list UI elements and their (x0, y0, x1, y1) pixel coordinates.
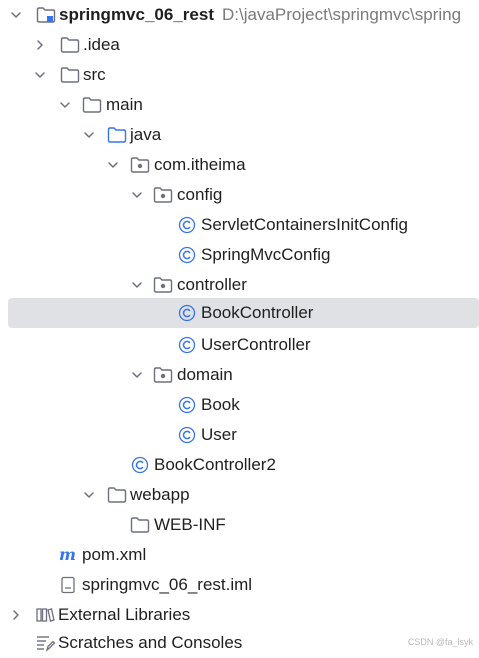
watermark: CSDN @fa_lsyk (407, 637, 473, 647)
chevron-down-icon[interactable] (105, 157, 121, 173)
package-icon (153, 187, 173, 203)
package-icon (153, 277, 173, 293)
iml-file-icon (61, 576, 75, 594)
chevron-down-icon[interactable] (129, 277, 145, 293)
tree-row-src[interactable]: src (0, 60, 479, 90)
folder-icon (107, 487, 127, 503)
tree-item-label: WEB-INF (154, 515, 226, 534)
tree-row-package[interactable]: com.itheima (0, 150, 479, 180)
tree-item-label: java (130, 125, 162, 144)
tree-item-label: .idea (83, 35, 120, 54)
tree-item-label: src (83, 65, 106, 84)
class-icon (178, 426, 196, 444)
tree-item-label: main (106, 95, 143, 114)
class-icon (178, 216, 196, 234)
chevron-down-icon[interactable] (57, 97, 73, 113)
tree-item-label: BookController2 (154, 455, 276, 474)
tree-item-label: User (201, 425, 237, 444)
svg-text:m: m (59, 546, 76, 564)
tree-item-label: controller (177, 275, 247, 294)
tree-row-servlet-init-config[interactable]: ServletContainersInitConfig (0, 210, 479, 240)
tree-row-webinf[interactable]: WEB-INF (0, 510, 479, 540)
class-icon (178, 304, 196, 322)
class-icon (178, 246, 196, 264)
tree-row-book-controller[interactable]: BookController (0, 298, 479, 328)
module-folder-icon (36, 7, 56, 23)
tree-item-label: webapp (130, 485, 190, 504)
tree-row-java[interactable]: java (0, 120, 479, 150)
tree-row-springmvc-config[interactable]: SpringMvcConfig (0, 240, 479, 270)
chevron-down-icon[interactable] (129, 187, 145, 203)
folder-icon (60, 37, 80, 53)
class-icon (131, 456, 149, 474)
tree-row-iml[interactable]: springmvc_06_rest.iml (0, 570, 479, 600)
tree-row-webapp[interactable]: webapp (0, 480, 479, 510)
tree-row-user-controller[interactable]: UserController (0, 330, 479, 360)
folder-icon (82, 97, 102, 113)
tree-item-label: com.itheima (154, 155, 246, 174)
tree-row-config[interactable]: config (0, 180, 479, 210)
tree-item-label: domain (177, 365, 233, 384)
tree-row-book-controller2[interactable]: BookController2 (0, 450, 479, 480)
scratches-icon (37, 636, 55, 652)
selection-highlight (8, 298, 479, 328)
chevron-right-icon[interactable] (8, 607, 24, 623)
tree-item-label: BookController (201, 303, 314, 322)
tree-item-label: Scratches and Consoles (58, 633, 243, 652)
package-icon (153, 367, 173, 383)
tree-row-root[interactable]: springmvc_06_rest D:\javaProject\springm… (0, 0, 479, 30)
tree-item-label: Book (201, 395, 240, 414)
chevron-down-icon[interactable] (32, 67, 48, 83)
folder-icon (60, 67, 80, 83)
root-project-path: D:\javaProject\springmvc\spring (222, 5, 462, 24)
tree-item-label: UserController (201, 335, 311, 354)
chevron-down-icon[interactable] (8, 7, 24, 23)
folder-icon (130, 517, 150, 533)
package-icon (130, 157, 150, 173)
tree-row-scratches[interactable]: Scratches and Consoles (0, 628, 479, 658)
tree-row-book[interactable]: Book (0, 390, 479, 420)
tree-item-label: External Libraries (58, 605, 191, 624)
tree-item-label: pom.xml (82, 545, 147, 564)
tree-item-label: config (177, 185, 223, 204)
chevron-right-icon[interactable] (32, 37, 48, 53)
root-project-label: springmvc_06_rest (59, 5, 214, 24)
class-icon (178, 396, 196, 414)
source-folder-icon (107, 127, 127, 143)
tree-item-label: SpringMvcConfig (201, 245, 331, 264)
tree-row-user[interactable]: User (0, 420, 479, 450)
chevron-down-icon[interactable] (81, 127, 97, 143)
maven-icon: m (59, 546, 76, 564)
chevron-down-icon[interactable] (129, 367, 145, 383)
tree-row-controller[interactable]: controller (0, 270, 479, 300)
tree-row-external-libraries[interactable]: External Libraries (0, 600, 479, 630)
tree-item-label: ServletContainersInitConfig (201, 215, 408, 234)
tree-row-domain[interactable]: domain (0, 360, 479, 390)
chevron-down-icon[interactable] (81, 487, 97, 503)
tree-item-label: springmvc_06_rest.iml (82, 575, 253, 594)
tree-row-pom[interactable]: m pom.xml (0, 540, 479, 570)
library-icon (36, 608, 55, 622)
class-icon (178, 336, 196, 354)
tree-row-main[interactable]: main (0, 90, 479, 120)
tree-row-idea[interactable]: .idea (0, 30, 479, 60)
